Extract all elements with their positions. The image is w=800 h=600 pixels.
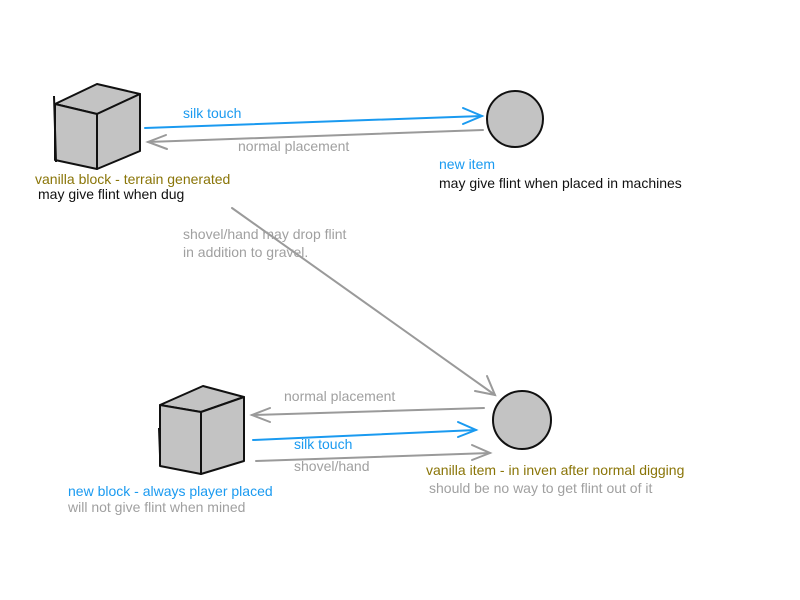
top-silk-touch-label: silk touch	[183, 105, 242, 121]
bottom-silk-touch-arrow	[252, 421, 479, 441]
new-item-title: new item	[439, 156, 496, 172]
bottom-normal-placement-arrow	[249, 407, 485, 423]
new-item-circle-icon	[486, 90, 544, 148]
top-normal-placement-label: normal placement	[238, 138, 350, 154]
bottom-shovel-hand-label: shovel/hand	[294, 458, 370, 474]
new-block-subtitle: will not give flint when mined	[68, 499, 246, 515]
vanilla-block-title: vanilla block - terrain generated	[35, 171, 231, 187]
top-silk-touch-arrow	[144, 107, 485, 129]
new-item-subtitle: may give flint when placed in machines	[439, 175, 682, 191]
diagonal-label-line1: shovel/hand may drop flint	[183, 226, 347, 242]
new-block-cube-icon	[158, 385, 245, 475]
vanilla-item-circle-icon	[492, 390, 552, 450]
diagonal-label-line2: in addition to gravel.	[183, 244, 309, 260]
vanilla-block-subtitle: may give flint when dug	[38, 186, 185, 202]
bottom-shovel-hand-arrow	[255, 444, 493, 462]
vanilla-block-cube-icon	[53, 83, 141, 170]
vanilla-item-title: vanilla item - in inven after normal dig…	[426, 462, 685, 478]
vanilla-item-subtitle: should be no way to get flint out of it	[429, 480, 653, 496]
bottom-silk-touch-label: silk touch	[294, 436, 353, 452]
top-normal-placement-arrow	[145, 129, 484, 150]
diagonal-shovel-hand-arrow	[231, 207, 497, 397]
new-block-title: new block - always player placed	[68, 483, 273, 499]
bottom-normal-placement-label: normal placement	[284, 388, 396, 404]
